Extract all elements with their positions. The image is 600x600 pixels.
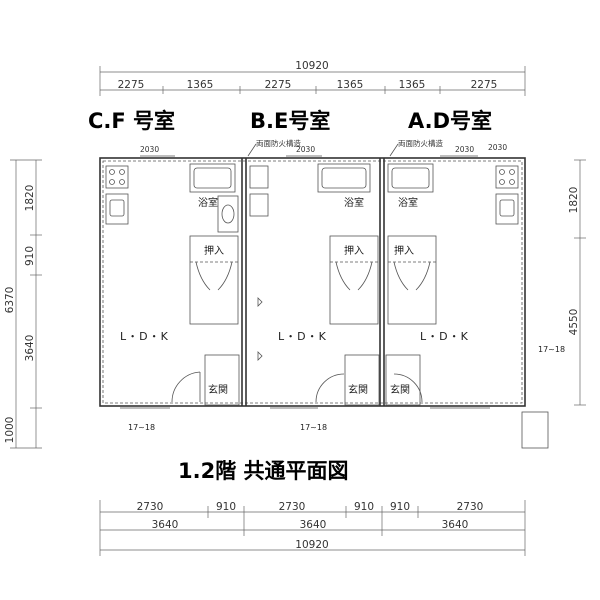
bottom-total-dim: 10920: [295, 539, 328, 551]
right-dim-2: 4550: [568, 309, 580, 336]
unit-be-interior: 浴室 押入 L・D・K 玄関 17~18: [249, 163, 380, 432]
storage-label-cf: 押入: [204, 244, 224, 257]
bottom-dim-7: 3640: [152, 519, 179, 531]
bottom-dim-1: 2730: [137, 501, 164, 513]
top-dim-5: 1365: [399, 79, 426, 91]
level-note-be: 17~18: [300, 423, 327, 432]
fire-wall-label-1: 両面防火構造: [256, 138, 301, 148]
top-dim-2: 1365: [187, 79, 214, 91]
fire-wall-label-2: 両面防火構造: [398, 138, 443, 148]
top-dim-1: 2275: [118, 79, 145, 91]
entry-label-ad: 玄関: [390, 383, 410, 396]
right-dimensions: 1820 4550: [568, 159, 586, 406]
unit-label-be: B.E号室: [250, 109, 330, 133]
ldk-label-ad: L・D・K: [420, 330, 469, 343]
left-dim-3: 3640: [24, 335, 36, 362]
unit-label-ad: A.D号室: [408, 109, 492, 133]
ldk-label-be: L・D・K: [278, 330, 327, 343]
bottom-dim-6: 2730: [457, 501, 484, 513]
window-label-1: 2030: [140, 145, 159, 154]
plan-title: 1.2階 共通平面図: [178, 459, 349, 483]
building-walls: [99, 155, 526, 409]
bath-label-cf: 浴室: [198, 196, 218, 209]
right-dim-1: 1820: [568, 187, 580, 214]
top-dim-6: 2275: [471, 79, 498, 91]
entry-label-cf: 玄関: [208, 383, 228, 396]
bottom-dimensions: 2730 910 2730 910 910 2730 3640 3640 364…: [99, 500, 526, 556]
bottom-dim-3: 2730: [279, 501, 306, 513]
bottom-dim-5: 910: [390, 501, 410, 513]
left-dim-1: 1820: [24, 185, 36, 212]
ldk-label-cf: L・D・K: [120, 330, 169, 343]
window-label-2: 2030: [296, 145, 315, 154]
left-dimensions: 6370 1820 910 3640 1000: [4, 159, 42, 449]
bottom-dim-2: 910: [216, 501, 236, 513]
left-dim-4: 1000: [4, 417, 16, 444]
top-dimensions: 10920 2275 1365 2275 1365 1365 2275: [99, 60, 526, 96]
unit-ad-interior: 浴室 押入 L・D・K 玄関 17~18: [385, 163, 565, 449]
window-label-3: 2030: [455, 145, 474, 154]
bottom-dim-9: 3640: [442, 519, 469, 531]
unit-cf-interior: 浴室 押入 L・D・K 玄関 17~18: [105, 163, 240, 432]
bath-label-be: 浴室: [344, 196, 364, 209]
level-note-cf: 17~18: [128, 423, 155, 432]
window-label-4: 2030: [488, 143, 507, 152]
unit-label-cf: C.F 号室: [88, 109, 175, 133]
bottom-dim-4: 910: [354, 501, 374, 513]
left-dim-2: 910: [24, 246, 36, 266]
top-dim-3: 2275: [265, 79, 292, 91]
left-total-dim: 6370: [4, 287, 16, 314]
top-dim-4: 1365: [337, 79, 364, 91]
bottom-dim-8: 3640: [300, 519, 327, 531]
storage-label-be: 押入: [344, 244, 364, 257]
entry-label-be: 玄関: [348, 383, 368, 396]
bath-label-ad: 浴室: [398, 196, 418, 209]
level-note-ad: 17~18: [538, 345, 565, 354]
storage-label-ad: 押入: [394, 244, 414, 257]
top-total-dim: 10920: [295, 60, 328, 72]
